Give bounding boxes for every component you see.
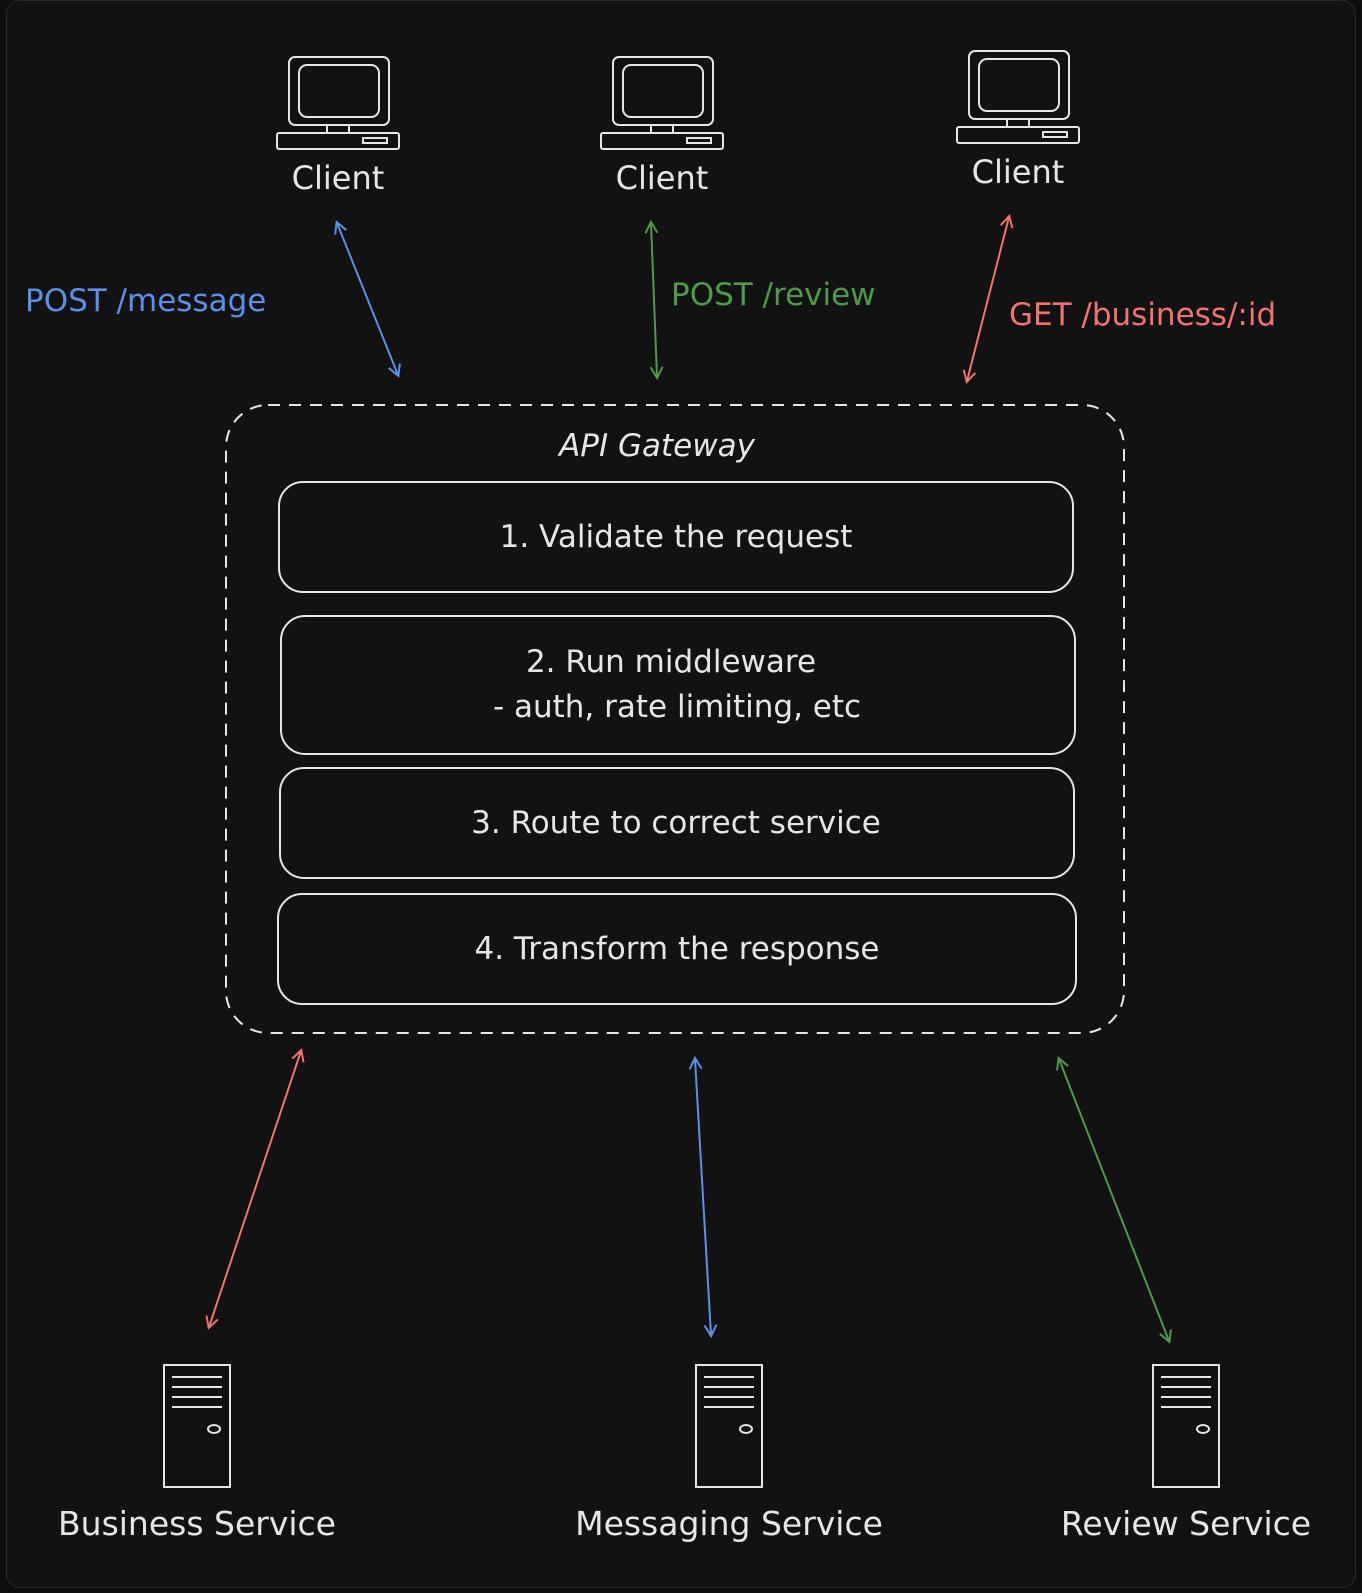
api-gateway-container [225, 404, 1125, 1034]
computer-icon [276, 56, 400, 150]
diagram-canvas: Client Client Client POST /message POST … [6, 0, 1356, 1588]
arrow-client2-gateway [651, 223, 657, 377]
service-node-business: Business Service [58, 1364, 336, 1543]
client-node-3: Client [956, 50, 1080, 191]
service-label: Review Service [1061, 1504, 1311, 1543]
service-label: Messaging Service [575, 1504, 883, 1543]
arrow-gateway-messaging [695, 1059, 711, 1335]
api-gateway-title: API Gateway [557, 428, 755, 464]
service-label: Business Service [58, 1504, 336, 1543]
arrow-gateway-business [209, 1051, 301, 1327]
arrow-gateway-review [1059, 1059, 1169, 1341]
server-icon [1152, 1364, 1220, 1488]
gateway-step-4: 4. Transform the response [277, 893, 1077, 1005]
arrow-client3-gateway [967, 217, 1009, 381]
computer-icon [600, 56, 724, 150]
gateway-step-2: 2. Run middleware - auth, rate limiting,… [280, 615, 1076, 755]
client-node-2: Client [600, 56, 724, 197]
step-label: 4. Transform the response [474, 931, 879, 967]
gateway-step-1: 1. Validate the request [278, 481, 1074, 593]
step-label: 3. Route to correct service [471, 805, 881, 841]
step-sublabel: - auth, rate limiting, etc [493, 689, 861, 725]
service-node-messaging: Messaging Service [575, 1364, 883, 1543]
arrow-client1-gateway [337, 223, 398, 375]
route-label-get-business: GET /business/:id [1009, 297, 1276, 333]
client-node-1: Client [276, 56, 400, 197]
service-node-review: Review Service [1061, 1364, 1311, 1543]
step-label: 1. Validate the request [500, 519, 853, 555]
route-label-post-message: POST /message [25, 283, 266, 319]
client-label: Client [972, 153, 1065, 191]
gateway-step-3: 3. Route to correct service [279, 767, 1075, 879]
route-label-post-review: POST /review [671, 277, 876, 313]
diagram-svg: Client Client Client POST /message POST … [25, 50, 1311, 1543]
client-label: Client [616, 159, 709, 197]
computer-icon [956, 50, 1080, 144]
step-label: 2. Run middleware [526, 644, 816, 680]
server-icon [695, 1364, 763, 1488]
client-label: Client [292, 159, 385, 197]
server-icon [163, 1364, 231, 1488]
